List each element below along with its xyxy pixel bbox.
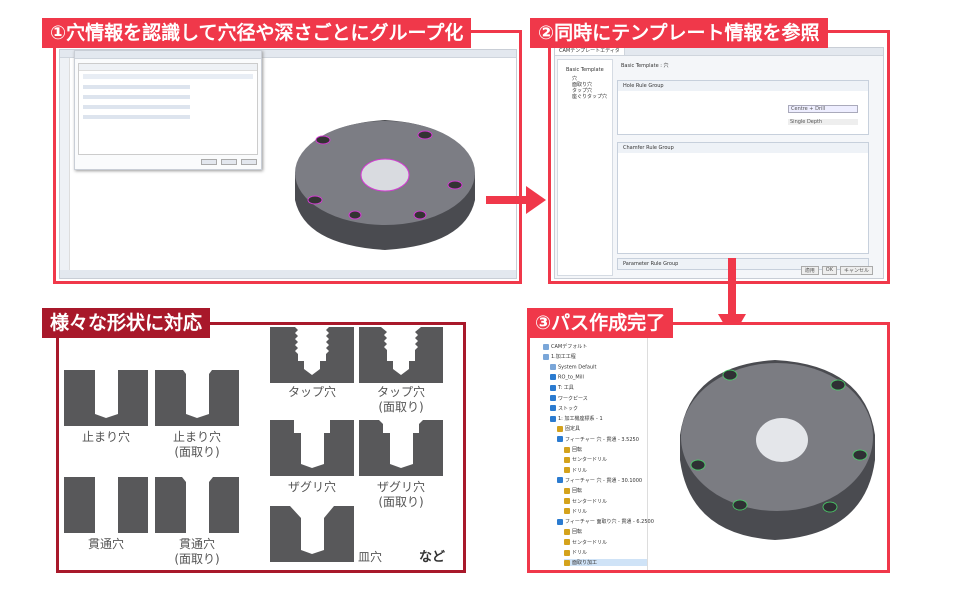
tree-node-icon — [550, 363, 556, 370]
tree-node[interactable]: ワークピース — [550, 395, 588, 402]
tree-node-icon — [564, 508, 570, 515]
tree-node[interactable]: 固定具 — [557, 425, 580, 432]
cancel-button[interactable]: キャンセル — [839, 266, 873, 275]
editor-tab[interactable]: CAMテンプレートエディタ — [555, 48, 625, 55]
tree-node-icon — [543, 343, 549, 350]
tree-node[interactable]: 回転 — [564, 446, 582, 453]
tree-node-icon — [564, 456, 570, 463]
tree-node-icon — [550, 373, 556, 380]
tree-node-icon — [564, 528, 570, 535]
cad-part-with-toolpaths — [680, 360, 875, 540]
tree-node-icon — [564, 487, 570, 494]
tree-node[interactable]: 1.加工工程 — [543, 353, 576, 360]
counterbore-chamfer-hole-shape — [359, 420, 443, 476]
apply-button[interactable]: 適用 — [800, 266, 819, 275]
counterbore-hole-shape — [270, 420, 354, 476]
hole-group-dialog — [74, 50, 262, 170]
tree-node[interactable]: 1: 加工機座標系 - 1 — [550, 415, 603, 422]
tree-node[interactable]: フィーチャー 穴 - 貫通 - 30.1000 — [557, 477, 642, 484]
blind-hole-shape — [64, 370, 148, 426]
ok-button[interactable]: OK — [821, 266, 837, 275]
arrow-right-icon — [486, 186, 546, 214]
tree-node[interactable]: T: 工具 — [550, 384, 574, 391]
tree-node-icon — [557, 477, 563, 484]
tree-node-icon — [543, 353, 549, 360]
tree-node[interactable]: ドリル — [564, 508, 587, 515]
chamfer-rule-group: Chamfer Rule Group — [617, 142, 869, 254]
tree-node[interactable]: ドリル — [564, 549, 587, 556]
tree-node-icon — [564, 498, 570, 504]
shapes-panel — [56, 322, 466, 573]
cad-window-hole-groups — [59, 49, 517, 279]
tree-node-icon — [550, 405, 556, 412]
tree-node-icon — [564, 446, 570, 453]
tree-node-icon — [564, 549, 570, 556]
tree-node-icon — [557, 425, 563, 432]
tap-chamfer-hole-shape — [359, 327, 443, 383]
tree-node[interactable]: センタードリル — [564, 539, 607, 546]
depth-select[interactable]: Single Depth — [788, 119, 858, 125]
tree-node[interactable]: フィーチャー 面取り穴 - 貫通 - 6.2500 — [557, 518, 654, 525]
tree-node[interactable]: System Default — [550, 363, 597, 370]
tree-node[interactable]: ストック — [550, 405, 578, 412]
step1-title: ①穴情報を認識して穴径や深さごとにグループ化 — [42, 18, 472, 48]
tree-node-icon — [550, 384, 556, 391]
template-tree: Basic Template 穴 面取り穴 タップ穴 座ぐりタップ穴 — [557, 59, 613, 276]
tree-node-icon — [564, 539, 570, 546]
step2-panel: CAMテンプレートエディタ Basic Template 穴 面取り穴 タップ穴… — [548, 30, 890, 284]
tree-node[interactable]: 面取り加工 — [564, 559, 647, 567]
tree-node[interactable]: ドリル — [564, 467, 587, 474]
tree-node[interactable]: CAMデフォルト — [543, 343, 587, 350]
tree-node-icon — [564, 467, 570, 474]
tree-node[interactable]: 回転 — [564, 487, 582, 494]
tree-node-icon — [557, 518, 563, 525]
step2-title: ②同時にテンプレート情報を参照 — [530, 18, 828, 48]
tree-node[interactable]: センタードリル — [564, 498, 607, 505]
tree-node[interactable]: RO_to_Mill — [550, 373, 584, 380]
tree-node[interactable]: 回転 — [564, 528, 582, 535]
tree-node-icon — [564, 559, 570, 566]
countersink-hole-shape — [270, 506, 354, 562]
tree-node-icon — [550, 415, 556, 422]
tree-node[interactable]: センタードリル — [564, 456, 607, 463]
tree-node[interactable]: フィーチャー 穴 - 貫通 - 3.5250 — [557, 436, 639, 443]
shapes-title: 様々な形状に対応 — [42, 308, 211, 338]
step1-panel — [53, 30, 522, 284]
blind-chamfer-hole-shape — [155, 370, 239, 426]
template-editor-window: CAMテンプレートエディタ Basic Template 穴 面取り穴 タップ穴… — [554, 47, 884, 279]
hole-rule-group: Hole Rule Group Centre + Drill Single De… — [617, 80, 869, 135]
tree-node-icon — [557, 436, 563, 443]
step3-title: ③パス作成完了 — [527, 308, 674, 338]
method-select[interactable]: Centre + Drill — [788, 105, 858, 113]
tap-hole-shape — [270, 327, 354, 383]
through-chamfer-hole-shape — [155, 477, 239, 533]
template-header: Basic Template : 穴 — [621, 63, 669, 69]
cad-part-with-highlighted-holes — [295, 120, 475, 250]
through-hole-shape — [64, 477, 148, 533]
tree-node-icon — [550, 395, 556, 401]
